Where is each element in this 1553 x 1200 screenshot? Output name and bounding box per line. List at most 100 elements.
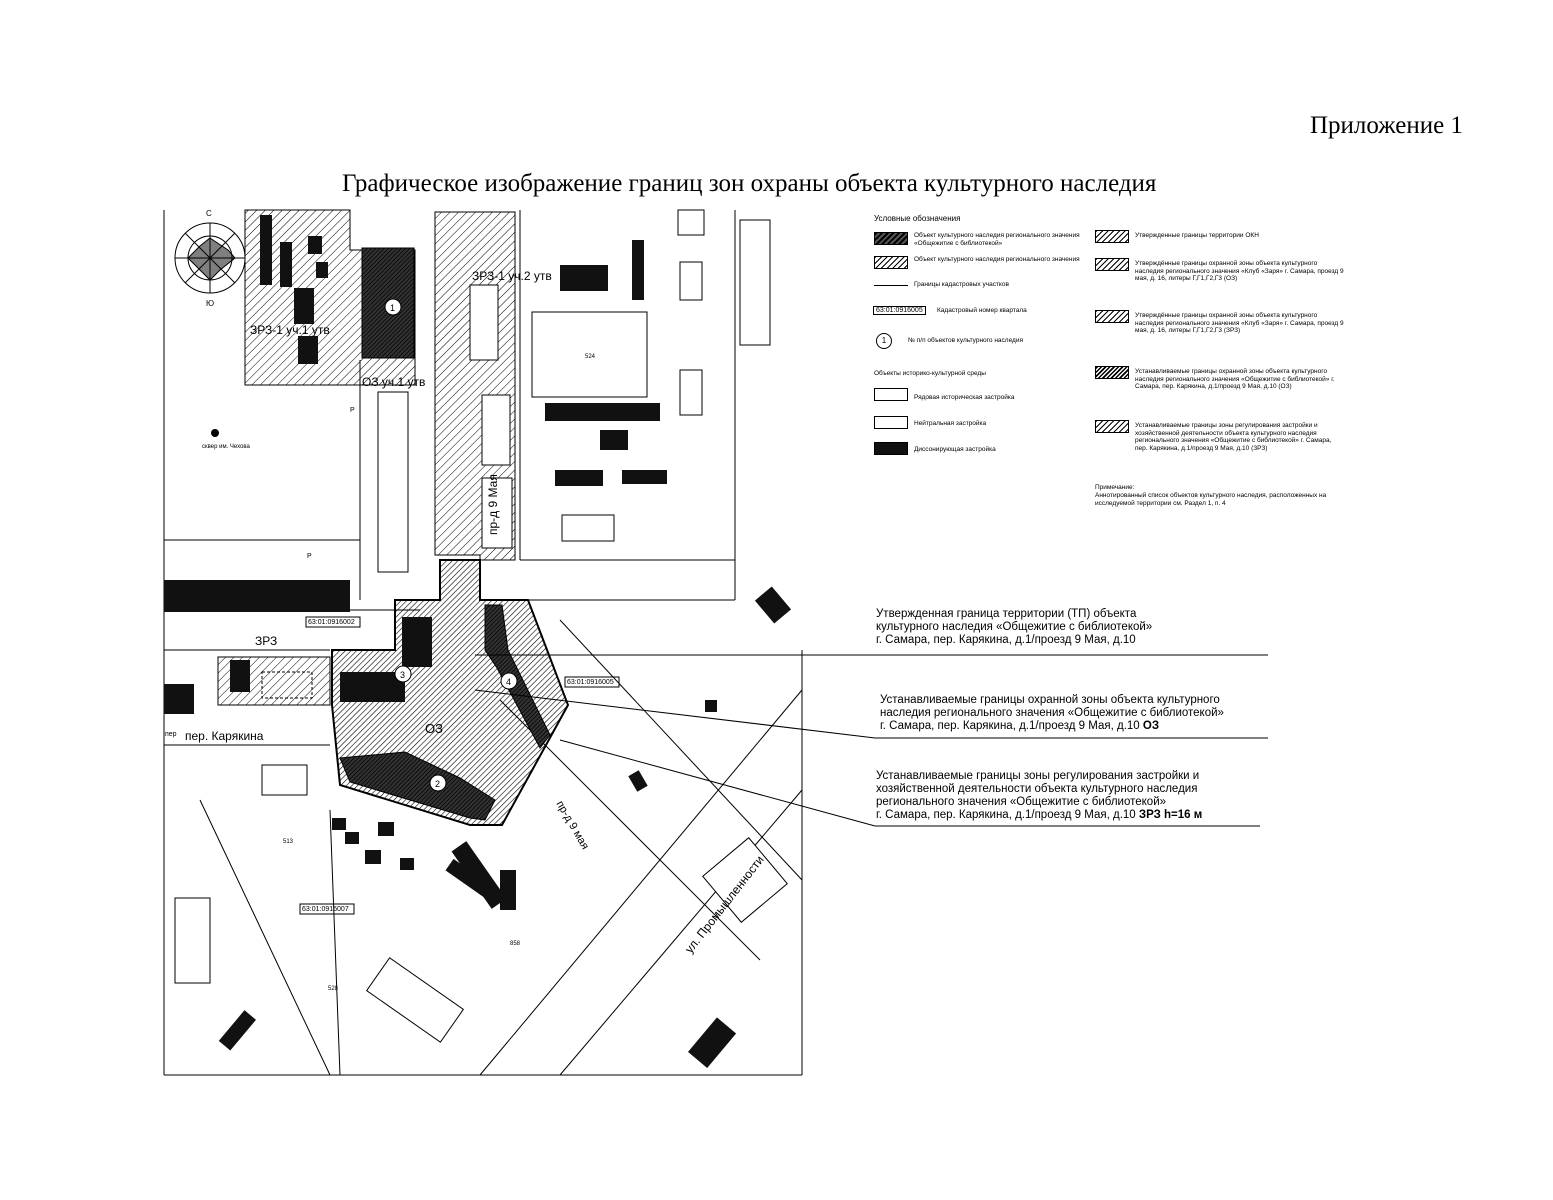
- legend-text: Устанавливаемые границы охранной зоны об…: [1135, 368, 1335, 390]
- legend-symbol-okn-territory: [1095, 230, 1129, 243]
- dissonant-building: [545, 403, 660, 421]
- legend-text: Устанавливаемые границы зоны регулирован…: [1135, 422, 1332, 452]
- street-karyakina: пер. Карякина: [185, 729, 264, 743]
- cadastral-3: 63:01:0916007: [302, 906, 349, 913]
- page-title: Графическое изображение границ зон охран…: [342, 170, 1157, 197]
- legend-text: Границы кадастровых участков: [914, 281, 1009, 288]
- legend-text: Кадастровый номер квартала: [937, 307, 1027, 314]
- callout-territory: Утвержденная граница территории (ТП) объ…: [876, 608, 1152, 647]
- legend-symbol-neutral: [874, 416, 908, 429]
- callout-line: регионального значения «Общежитие с библ…: [876, 796, 1167, 808]
- neutral-building: [679, 369, 703, 416]
- legend-symbol-dissonant: [874, 442, 908, 455]
- compass-icon: [174, 222, 246, 294]
- callout-bold: ОЗ: [1142, 720, 1160, 732]
- square-label: сквер им. Чехова: [202, 444, 250, 450]
- object-3-number: 3: [400, 670, 405, 680]
- tree-icon: [211, 429, 219, 437]
- street-9-maya-lower: пр-д 9 мая: [554, 799, 591, 852]
- parking-label: Р: [307, 553, 312, 560]
- appendix-label: Приложение 1: [1310, 112, 1463, 139]
- dissonant-building: [280, 242, 292, 287]
- object-2-building: [339, 751, 496, 821]
- legend-symbol-okn-object: [874, 232, 908, 245]
- dissonant-building: [600, 430, 628, 450]
- neutral-building: [531, 311, 648, 398]
- street-9-maya: пр-д 9 Мая: [486, 474, 500, 535]
- neutral-building: [677, 209, 705, 236]
- legend-text: Объект культурного наследия региональног…: [914, 256, 1080, 263]
- label-zrz1-uch2: ЗРЗ-1 уч.2 утв: [472, 269, 552, 283]
- legend-text: Нейтральная застройка: [914, 420, 987, 427]
- dissonant-building: [316, 262, 328, 278]
- callout-line: наследия регионального значения «Общежит…: [880, 707, 1224, 719]
- callout-line: Устанавливаемые границы охранной зоны об…: [880, 694, 1220, 706]
- dissonant-building: [260, 215, 272, 285]
- dissonant-building: [164, 580, 350, 612]
- callout-line: г. Самара, пер. Карякина, д.1/проезд 9 М…: [876, 809, 1136, 821]
- legend-note-heading: Примечание:: [1095, 484, 1135, 491]
- callout-zrz: Устанавливаемые границы зоны регулирован…: [876, 770, 1202, 822]
- cadastral-1: 63:01:0916002: [308, 619, 355, 626]
- callout-oz: Устанавливаемые границы охранной зоны об…: [880, 694, 1224, 733]
- legend-text: Рядовая историческая застройка: [914, 394, 1015, 401]
- building-number-513: 513: [283, 839, 294, 845]
- legend-symbol-oz-established: [1095, 366, 1129, 379]
- callout-line: культурного наследия «Общежитие с библио…: [876, 621, 1153, 633]
- legend-symbol-historic: [874, 388, 908, 401]
- legend-circle: 1: [876, 333, 892, 349]
- object-3-wing: [340, 672, 405, 702]
- label-zrz1-uch1: ЗРЗ-1 уч.1 утв: [250, 323, 330, 337]
- building-number-528: 528: [328, 986, 339, 992]
- dissonant-building: [164, 684, 194, 714]
- building-number-858: 858: [510, 941, 521, 947]
- object-1-number: 1: [390, 303, 395, 313]
- legend-symbol-zrz-established: [1095, 420, 1129, 433]
- dissonant-building: [294, 288, 314, 324]
- label-zrz: ЗРЗ: [255, 634, 277, 648]
- label-oz: ОЗ: [425, 721, 443, 736]
- legend-text: Диссонирующая застройка: [914, 446, 996, 453]
- legend-text: Объект культурного наследия региональног…: [914, 232, 1080, 247]
- dissonant-building: [230, 660, 250, 692]
- dissonant-building: [555, 470, 603, 486]
- neutral-building: [679, 261, 703, 301]
- legend-symbol-line: [874, 285, 908, 286]
- dissonant-building: [308, 236, 322, 254]
- object-markers: [384, 298, 518, 792]
- dissonant-building: [560, 265, 608, 291]
- callout-line: Утвержденная граница территории (ТП) объ…: [876, 608, 1137, 620]
- object-2-number: 2: [435, 779, 440, 789]
- legend-symbol-okn: [874, 256, 908, 269]
- neutral-building: [561, 514, 615, 542]
- callout-line: хозяйственной деятельности объекта культ…: [876, 783, 1198, 795]
- callout-line: г. Самара, пер. Карякина, д.1/проезд 9 М…: [876, 634, 1136, 646]
- compass-north: С: [206, 209, 212, 218]
- legend-text: Утверждённые границы охранной зоны объек…: [1135, 312, 1344, 334]
- callout-leaders: [474, 654, 1268, 827]
- building-number-524: 524: [585, 354, 596, 360]
- legend-heading: Условные обозначения: [874, 214, 961, 223]
- neutral-building: [469, 284, 499, 361]
- dissonant-building: [622, 470, 667, 484]
- object-4-building: [484, 604, 551, 749]
- legend-text: № п/п объектов культурного наследия: [908, 337, 1023, 344]
- parking-label: Р: [350, 407, 355, 414]
- cadastral-2: 63:01:0916005: [567, 679, 614, 686]
- object-3-building: [402, 617, 432, 667]
- legend-symbol-oz-zarya: [1095, 258, 1129, 271]
- neutral-building: [481, 477, 513, 549]
- dissonant-building: [298, 336, 318, 364]
- legend-symbol-zrz-zarya: [1095, 310, 1129, 323]
- legend-text: Утверждённые границы охранной зоны объек…: [1135, 260, 1344, 282]
- callout-line: Устанавливаемые границы зоны регулирован…: [876, 770, 1200, 782]
- object-4-number: 4: [506, 677, 511, 687]
- neutral-building: [261, 764, 308, 796]
- compass-south: Ю: [206, 299, 214, 308]
- legend-note: Аннотированный список объектов культурно…: [1095, 492, 1327, 507]
- label-oz-uch1: ОЗ уч.1 утв: [362, 375, 425, 389]
- legend-cad-number: 63:01:0916005: [873, 306, 926, 315]
- street-karyakina-prefix: пер: [165, 731, 177, 738]
- neutral-building: [739, 219, 771, 346]
